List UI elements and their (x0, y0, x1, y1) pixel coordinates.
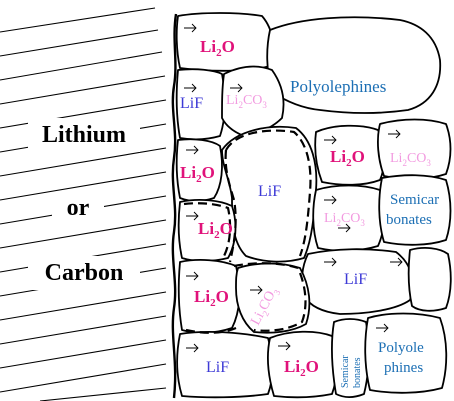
grain-li2o-left-lower (177, 199, 237, 262)
flow-arrows (184, 23, 403, 353)
label-li2co3-upper: Li2CO3 (226, 93, 267, 110)
grain-semicarbonates-small (330, 318, 370, 398)
label-li2o-right-mid: Li2O (330, 147, 365, 169)
label-polyolephines-bottom-line2: phines (384, 360, 423, 376)
grain-lif-center (221, 125, 318, 263)
label-li2co3-right-top: Li2CO3 (390, 151, 431, 168)
label-li2o-bottom-left: Li2O (194, 287, 229, 309)
label-polyolephines-bottom-line1: Polyole (378, 340, 424, 356)
label-semicarbonates-line2: bonates (386, 212, 432, 228)
grain-li2co3-right-top (377, 118, 452, 180)
label-li2co3-lower: Li2CO3 (248, 284, 282, 329)
dashed-path-left (183, 202, 232, 257)
label-li2o-left-mid: Li2O (180, 163, 215, 185)
label-lif-center: LiF (258, 183, 281, 200)
label-li2o-top: Li2O (200, 37, 235, 59)
grain-li2o-right-mid (314, 124, 386, 186)
grain-polyolephines-bottom (364, 312, 448, 394)
dashed-path-lower (185, 262, 307, 334)
grain-polyolephines-top (266, 16, 442, 114)
grain-li2o-bottom (267, 330, 338, 399)
electrode-surface (171, 13, 178, 399)
electrode-label-lithium: Lithium (42, 122, 126, 148)
label-semicarbonates-line1: Semicar (390, 192, 439, 208)
label-li2o-left-lower: Li2O (198, 219, 233, 241)
lithium-label-bg (28, 118, 140, 152)
grain-semicarbonates-right (378, 174, 452, 246)
grain-li2o-bottom-left (177, 259, 241, 334)
label-polyolephines-top: Polyolephines (290, 77, 386, 96)
or-label-bg (52, 192, 104, 222)
label-li2o-bottom: Li2O (284, 357, 319, 379)
label-lif-lower-right: LiF (344, 271, 367, 288)
electrode-label-or: or (67, 195, 90, 221)
label-li2co3-middle: Li2CO3 (324, 211, 365, 228)
dashed-path-center (224, 129, 312, 263)
grain-lif-bottom (176, 331, 274, 399)
grain-li2co3-middle (312, 184, 386, 252)
grain-lif-upper-left (175, 68, 226, 141)
grain-li2o-left-mid (175, 138, 223, 202)
carbon-label-bg (28, 256, 140, 290)
grain-right-empty (407, 247, 452, 312)
label-small-semicarbonates-line1: Semicar (340, 355, 351, 388)
label-lif-bottom: LiF (206, 359, 229, 376)
label-lif-upper-left: LiF (180, 95, 203, 112)
electrode-label-carbon: Carbon (45, 260, 124, 286)
label-small-semicarbonates-line2: bonates (352, 357, 363, 388)
